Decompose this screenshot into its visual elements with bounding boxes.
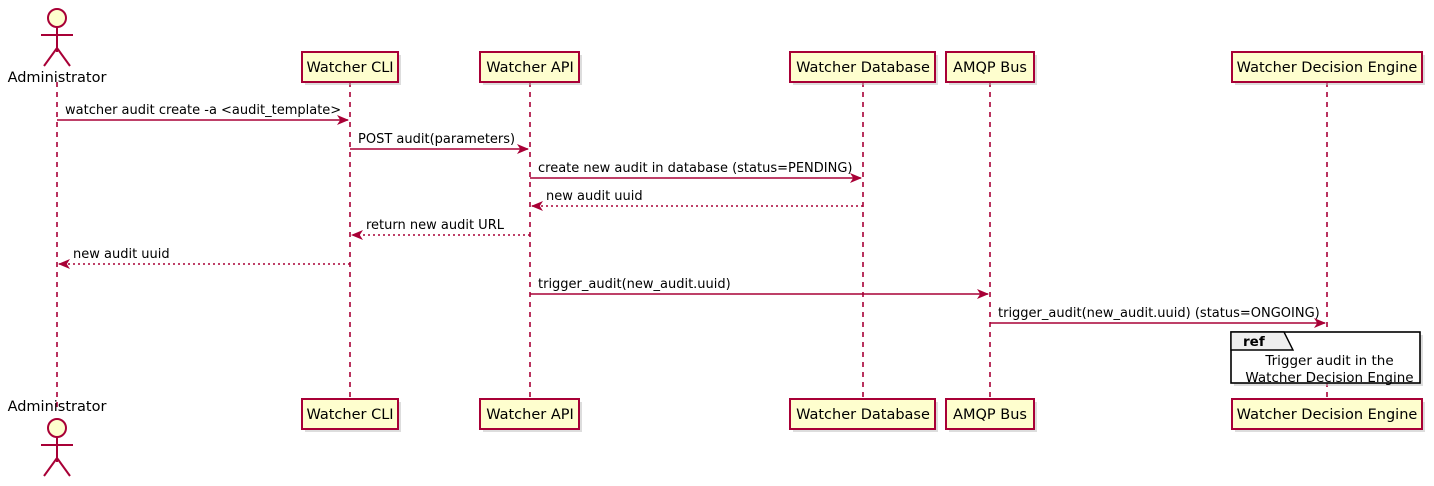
message-2-watcher-api-to-watcher-database[interactable]: create new audit in database (status=PEN… [530, 161, 862, 183]
message-label: return new audit URL [366, 218, 505, 233]
actor-leg-right-icon [56, 457, 71, 477]
message-label: new audit uuid [546, 189, 643, 204]
box-rect [1231, 398, 1423, 430]
box-rect [789, 51, 936, 83]
participant-box-watcher-cli-bottom[interactable]: Watcher CLI [301, 398, 401, 432]
message-label: trigger_audit(new_audit.uuid) [538, 277, 731, 292]
actor-label-administrator: Administrator [8, 399, 107, 415]
box-rect [789, 398, 936, 430]
actor-leg-right-icon [56, 47, 71, 67]
participant-box-amqp-bus-top[interactable]: AMQP Bus [945, 51, 1037, 85]
message-label: watcher audit create -a <audit_template> [65, 103, 341, 118]
message-1-watcher-cli-to-watcher-api[interactable]: POST audit(parameters) [350, 132, 529, 154]
box-rect [945, 398, 1035, 430]
ref-body-line-1: Watcher Decision Engine [1245, 370, 1413, 386]
participant-box-watcher-database-bottom[interactable]: Watcher Database [789, 398, 938, 432]
message-3-watcher-database-to-watcher-api[interactable]: new audit uuid [531, 189, 863, 211]
participant-label-watcher-api: Watcher API [486, 60, 574, 76]
box-rect [945, 51, 1035, 83]
message-5-watcher-cli-to-administrator[interactable]: new audit uuid [58, 247, 350, 269]
participant-box-watcher-decision-engine-top[interactable]: Watcher Decision Engine [1231, 51, 1425, 85]
actor-leg-left-icon [43, 457, 58, 477]
message-label: trigger_audit(new_audit.uuid) (status=ON… [998, 306, 1320, 321]
lifelines-layer [56, 82, 1328, 410]
messages-layer: watcher audit create -a <audit_template>… [57, 103, 1326, 328]
message-7-amqp-bus-to-watcher-decision-engine[interactable]: trigger_audit(new_audit.uuid) (status=ON… [990, 306, 1326, 328]
participant-label-watcher-database: Watcher Database [796, 407, 930, 423]
ref-keyword-label: ref [1243, 334, 1265, 350]
participant-label-watcher-cli: Watcher CLI [306, 60, 393, 76]
box-rect [301, 398, 399, 430]
ref-body-line-0: Trigger audit in the [1264, 353, 1393, 369]
participant-label-watcher-decision-engine: Watcher Decision Engine [1237, 60, 1418, 76]
message-4-watcher-api-to-watcher-cli[interactable]: return new audit URL [351, 218, 530, 240]
participant-box-watcher-cli-top[interactable]: Watcher CLI [301, 51, 401, 85]
actor-leg-left-icon [43, 47, 58, 67]
participant-box-watcher-api-top[interactable]: Watcher API [479, 51, 582, 85]
participant-label-amqp-bus: AMQP Bus [953, 60, 1027, 76]
actor-head-icon [47, 8, 67, 28]
participant-box-watcher-api-bottom[interactable]: Watcher API [479, 398, 582, 432]
participant-label-watcher-database: Watcher Database [796, 60, 930, 76]
message-label: create new audit in database (status=PEN… [538, 161, 853, 176]
participant-box-amqp-bus-bottom[interactable]: AMQP Bus [945, 398, 1037, 432]
participant-label-amqp-bus: AMQP Bus [953, 407, 1027, 423]
message-0-administrator-to-watcher-cli[interactable]: watcher audit create -a <audit_template> [57, 103, 349, 125]
participant-box-watcher-database-top[interactable]: Watcher Database [789, 51, 938, 85]
message-label: new audit uuid [73, 247, 170, 262]
participant-box-watcher-decision-engine-bottom[interactable]: Watcher Decision Engine [1231, 398, 1425, 432]
box-rect [301, 51, 399, 83]
actor-head-icon [47, 418, 67, 438]
participant-boxes-layer: Watcher CLI Watcher CLI Watcher API Watcher… [301, 51, 1425, 432]
box-rect [479, 51, 580, 83]
participant-label-watcher-cli: Watcher CLI [306, 407, 393, 423]
ref-header-tab [1230, 331, 1295, 351]
message-6-watcher-api-to-amqp-bus[interactable]: trigger_audit(new_audit.uuid) [530, 277, 989, 299]
participant-label-watcher-decision-engine: Watcher Decision Engine [1237, 407, 1418, 423]
box-rect [1231, 51, 1423, 83]
actor-label-administrator: Administrator [8, 70, 107, 86]
actor-administrator-top[interactable]: Administrator [8, 8, 107, 86]
actor-administrator-bottom[interactable]: Administrator [8, 399, 107, 477]
box-rect [479, 398, 580, 430]
message-label: POST audit(parameters) [358, 132, 515, 147]
participant-label-watcher-api: Watcher API [486, 407, 574, 423]
